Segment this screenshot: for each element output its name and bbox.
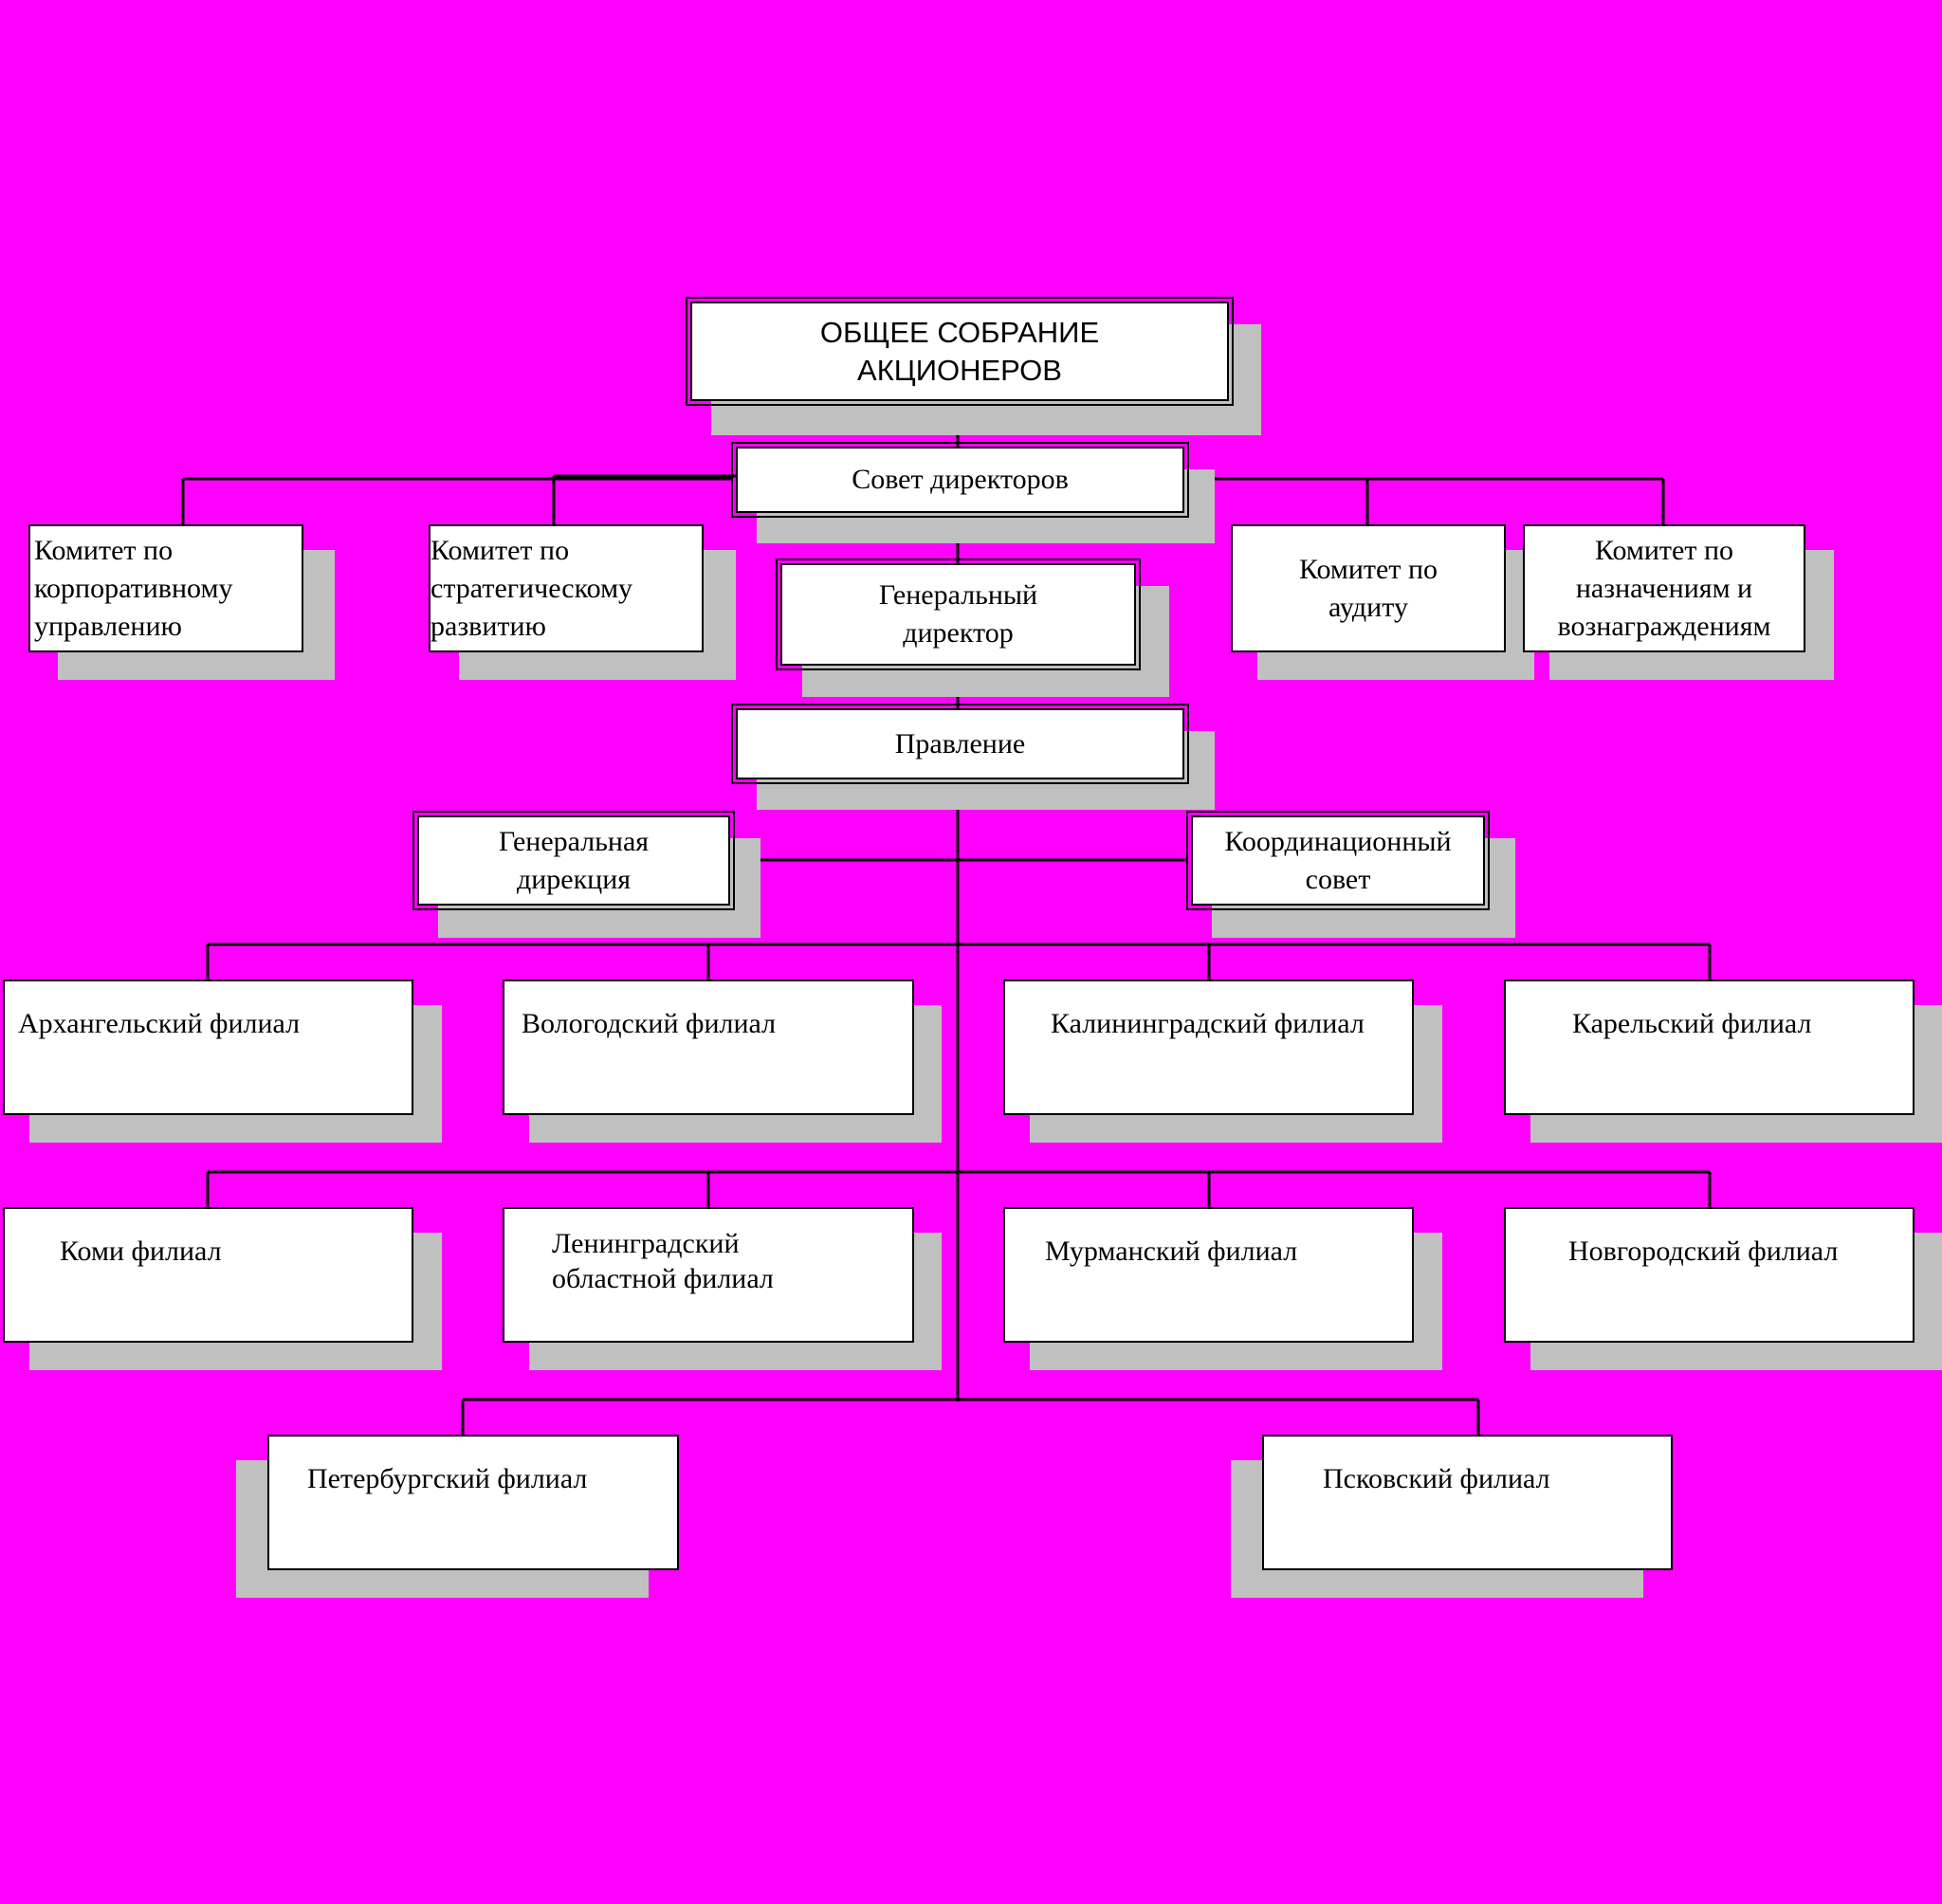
committee-governance-box: Комитет по корпоративному управлению <box>28 524 303 652</box>
branch-karelia-box: Карельский филиал <box>1504 979 1915 1115</box>
branch-vologda-box: Вологодский филиал <box>503 979 914 1115</box>
branch-kaliningrad-box: Калининградский филиал <box>1003 979 1414 1115</box>
branch-novgorod-box: Новгородский филиал <box>1504 1207 1915 1343</box>
branch-kaliningrad-label: Калининградский филиал <box>1051 1007 1365 1039</box>
general-director-box: Генеральный директор <box>776 558 1141 670</box>
board-of-directors-box: Совет директоров <box>731 442 1189 518</box>
shareholders-meeting-box: ОБЩЕЕ СОБРАНИЕ АКЦИОНЕРОВ <box>686 297 1234 406</box>
committee-governance-label: Комитет по корпоративному управлению <box>34 534 233 642</box>
branch-leningrad-region-label: Ленинградский областной филиал <box>552 1227 774 1294</box>
branch-vologda-label: Вологодский филиал <box>522 1007 777 1039</box>
branch-petersburg-box: Петербургский филиал <box>267 1435 679 1570</box>
management-board-box: Правление <box>731 704 1189 784</box>
committee-appointments-box: Комитет по назначениям и вознаграждениям <box>1523 524 1805 652</box>
branch-karelia-label: Карельский филиал <box>1572 1007 1812 1039</box>
committee-strategy-box: Комитет по стратегическому развитию <box>429 524 704 652</box>
general-director-label: Генеральный директор <box>878 579 1038 649</box>
general-directorate-label: Генеральная дирекция <box>498 825 650 895</box>
board-of-directors-label: Совет директоров <box>852 464 1069 495</box>
general-directorate-box: Генеральная дирекция <box>412 811 735 910</box>
branch-petersburg-label: Петербургский филиал <box>307 1462 588 1494</box>
branch-leningrad-region-box: Ленинградский областной филиал <box>503 1207 914 1343</box>
branch-arkhangelsk-box: Архангельский филиал <box>3 979 413 1115</box>
committee-appointments-label: Комитет по назначениям и вознаграждениям <box>1557 534 1771 642</box>
committee-audit-label: Комитет по аудиту <box>1298 553 1438 623</box>
management-board-label: Правление <box>894 727 1026 760</box>
branch-murmansk-box: Мурманский филиал <box>1003 1207 1414 1343</box>
committee-audit-box: Комитет по аудиту <box>1231 524 1506 652</box>
coordination-council-label: Координационный совет <box>1224 825 1452 895</box>
branch-pskov-box: Псковский филиал <box>1262 1435 1673 1570</box>
shareholders-meeting-label: ОБЩЕЕ СОБРАНИЕ АКЦИОНЕРОВ <box>819 315 1100 387</box>
branch-murmansk-label: Мурманский филиал <box>1045 1235 1298 1267</box>
branch-komi-label: Коми филиал <box>60 1235 222 1267</box>
branch-novgorod-label: Новгородский филиал <box>1568 1235 1839 1267</box>
committee-strategy-label: Комитет по стратегическому развитию <box>431 534 633 642</box>
coordination-council-box: Координационный совет <box>1186 811 1490 910</box>
branch-pskov-label: Псковский филиал <box>1323 1462 1550 1494</box>
branch-komi-box: Коми филиал <box>3 1207 413 1343</box>
branch-arkhangelsk-label: Архангельский филиал <box>18 1007 301 1039</box>
